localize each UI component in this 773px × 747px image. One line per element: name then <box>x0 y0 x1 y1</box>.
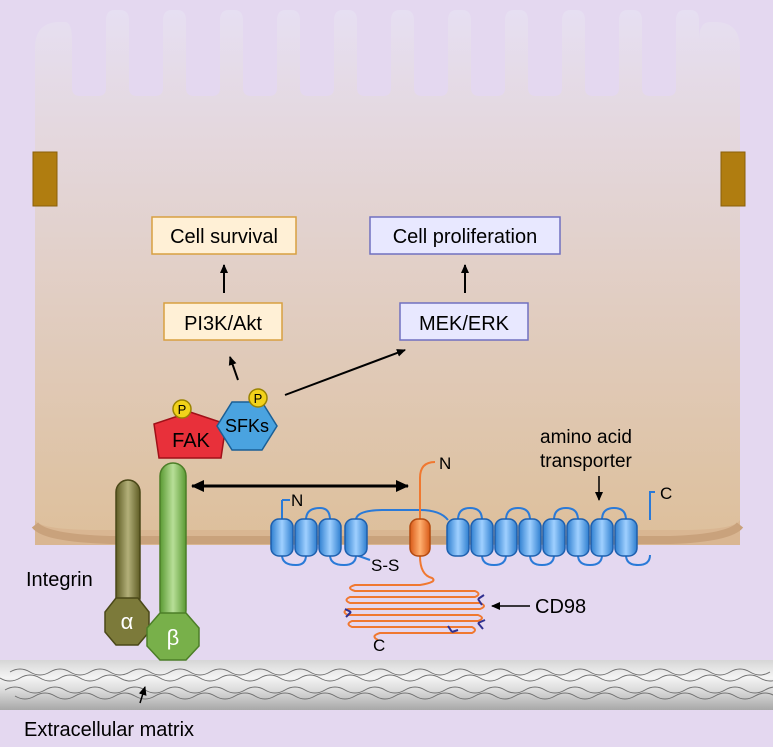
fak-label: FAK <box>172 430 210 452</box>
helix-10 <box>566 518 590 557</box>
cd98-label: CD98 <box>535 596 586 618</box>
fak-kinase: FAK P <box>153 399 227 459</box>
helix-2 <box>294 518 318 557</box>
junction-left <box>32 151 58 207</box>
glycan-icon-1 <box>477 594 485 606</box>
glycan-icon-3 <box>447 625 459 633</box>
helix-4 <box>344 518 368 557</box>
cell-body <box>35 10 740 545</box>
helix-11 <box>590 518 614 557</box>
sfks-phospho-label: P <box>254 391 263 406</box>
mek-erk-box: MEK/ERK <box>399 302 529 341</box>
transporter-helices <box>270 518 638 557</box>
ecm-label: Extracellular matrix <box>24 719 194 741</box>
cd98-c-label: C <box>373 636 385 655</box>
junction-right <box>720 151 746 207</box>
basal-membrane-edge <box>31 522 744 544</box>
alpha-label: α <box>121 609 134 634</box>
cell-proliferation-label: Cell proliferation <box>393 226 538 248</box>
helix-1 <box>270 518 294 557</box>
glycosylation-icons <box>344 594 486 633</box>
helix-9 <box>542 518 566 557</box>
mek-erk-label: MEK/ERK <box>419 313 510 335</box>
fak-phospho-label: P <box>178 402 187 417</box>
helix-3 <box>318 518 342 557</box>
beta-label: β <box>167 625 180 650</box>
ecm-pointer-arrow <box>138 686 147 704</box>
fak-phospho-icon <box>172 399 192 419</box>
transporter-c-label: C <box>660 484 672 503</box>
transporter-label-line2: transporter <box>540 451 633 472</box>
helix-5 <box>446 518 470 557</box>
helix-8 <box>518 518 542 557</box>
integrin-alpha: α <box>104 479 150 646</box>
sfks-phospho-icon <box>248 388 268 408</box>
cd98-n-label: N <box>439 454 451 473</box>
sfks-label: SFKs <box>225 416 269 436</box>
cell-proliferation-box: Cell proliferation <box>369 216 561 255</box>
transporter-label-line1: amino acid <box>540 427 632 448</box>
arrow-kinase-to-mek <box>284 349 406 396</box>
cell-survival-label: Cell survival <box>170 226 278 248</box>
helix-6 <box>470 518 494 557</box>
helix-7 <box>494 518 518 557</box>
disulfide-label: S-S <box>371 556 399 575</box>
helix-12 <box>614 518 638 557</box>
arrow-kinase-to-pi3k <box>228 356 239 381</box>
integrin-label: Integrin <box>26 569 93 591</box>
cell-survival-box: Cell survival <box>151 216 297 255</box>
cd98-helix <box>409 518 431 557</box>
integrin-beta: β <box>146 462 200 661</box>
transporter-backbone <box>281 491 655 567</box>
sfks-kinase: SFKs P <box>216 388 278 451</box>
glycan-icon-4 <box>344 608 352 618</box>
ecm-band <box>0 660 773 710</box>
pi3k-akt-box: PI3K/Akt <box>163 302 283 341</box>
pi3k-akt-label: PI3K/Akt <box>184 313 262 335</box>
glycan-icon-2 <box>477 619 486 630</box>
cd98-chain <box>343 461 485 641</box>
transporter-n-label: N <box>291 491 303 510</box>
